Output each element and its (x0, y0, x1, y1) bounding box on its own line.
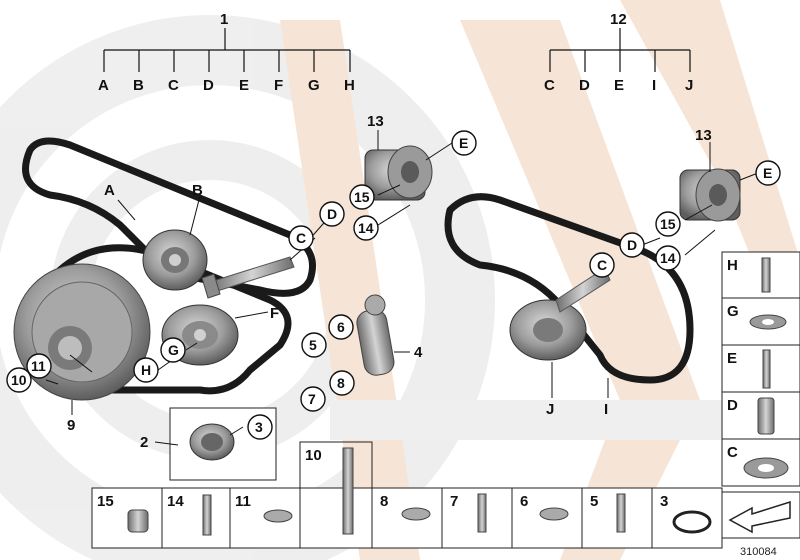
bottom-part-label: 10 (305, 447, 322, 464)
label-idler-13-right: 13 (695, 127, 712, 144)
seal-ring-3-glyph (672, 510, 712, 534)
sleeve-d-glyph (757, 397, 775, 435)
callout-g: G (168, 342, 179, 358)
kit-12-letter: E (614, 77, 624, 94)
kit-12-letter: I (652, 77, 656, 94)
right-tensioner-j (509, 267, 611, 361)
callout-7: 7 (308, 391, 316, 407)
kit-12-letter: J (685, 77, 693, 94)
callout-8: 8 (337, 375, 345, 391)
side-part-label: G (727, 303, 739, 320)
side-part-label: D (727, 397, 738, 414)
label-belt-a: A (104, 182, 115, 199)
arrow-icon (728, 500, 791, 534)
callout-14: 14 (358, 220, 374, 236)
kit-1-tree (103, 28, 351, 72)
callout-10: 10 (11, 372, 27, 388)
callout-14-right: 14 (660, 250, 676, 266)
callout-c: C (296, 230, 306, 246)
bolt-c (201, 256, 295, 299)
label-idler-13: 13 (367, 113, 384, 130)
kit-1-letter: D (203, 77, 214, 94)
bottom-part-label: 5 (590, 493, 598, 510)
kit-12-number: 12 (610, 11, 627, 28)
left-labels: A B C D E 15 14 13 F G H 11 10 9 6 5 8 7… (11, 113, 468, 451)
callout-d-right: D (627, 237, 637, 253)
kit-1-letters: A B C D E F G H (98, 77, 355, 94)
side-part-label: E (727, 350, 737, 367)
bolt-5-glyph (616, 493, 626, 533)
bolt-14-glyph (202, 494, 212, 536)
callout-c-right: C (597, 257, 607, 273)
label-tensioner-j: J (546, 401, 554, 418)
bolt-e-glyph (762, 349, 771, 389)
side-part-label: H (727, 257, 738, 274)
callout-h: H (141, 362, 151, 378)
kit-12-letter: D (579, 77, 590, 94)
sleeve-15-glyph (127, 509, 149, 533)
callouts-left (6, 130, 477, 440)
bolt-h-glyph (761, 257, 771, 293)
kit-1-letter: E (239, 77, 249, 94)
kit-1-letter: A (98, 77, 109, 94)
bottom-part-label: 3 (660, 493, 668, 510)
label-belt-i: I (604, 401, 608, 418)
callout-d: D (327, 206, 337, 222)
label-damper-9: 9 (67, 417, 75, 434)
diagram-id: 310084 (740, 546, 777, 558)
washer-6-glyph (539, 507, 569, 521)
kit-1-letter: C (168, 77, 179, 94)
label-pulley-b: B (192, 182, 203, 199)
callout-e: E (459, 135, 468, 151)
kit-1-letter: H (344, 77, 355, 94)
callout-e-right: E (763, 165, 772, 181)
bottom-parts-table: 15 14 11 10 8 7 6 5 3 (91, 441, 800, 549)
vibration-damper (13, 263, 151, 401)
label-tensioner-4: 4 (414, 344, 423, 361)
kit-1-letter: G (308, 77, 320, 94)
callout-5: 5 (309, 337, 317, 353)
bottom-part-label: 15 (97, 493, 114, 510)
bottom-part-label: 14 (167, 493, 184, 510)
washer-8-glyph (401, 507, 431, 521)
washer-11-glyph (263, 509, 293, 523)
right-labels: 13 E 15 14 D C J I (546, 127, 772, 418)
label-cap-2: 2 (140, 434, 148, 451)
callout-15: 15 (354, 189, 370, 205)
callout-11: 11 (31, 358, 46, 374)
side-part-label: C (727, 444, 738, 461)
callout-6: 6 (337, 319, 345, 335)
pulley-b (142, 229, 208, 291)
callout-3: 3 (255, 419, 263, 435)
kit-1-letter: F (274, 77, 283, 94)
kit-1-number: 1 (220, 11, 228, 28)
bottom-part-label: 6 (520, 493, 528, 510)
kit-1-letter: B (133, 77, 144, 94)
bottom-part-label: 8 (380, 493, 388, 510)
bottom-part-label: 11 (235, 493, 251, 510)
kit-12-letters: C D E I J (544, 77, 693, 94)
callout-15-right: 15 (660, 216, 676, 232)
kit-12-tree (549, 28, 691, 72)
kit-12-letter: C (544, 77, 555, 94)
side-parts-table: H G E D C (721, 251, 800, 487)
idler-13-left (364, 145, 433, 201)
bolt-7-glyph (477, 493, 487, 533)
label-pulley-f: F (270, 305, 279, 322)
bottom-part-label: 7 (450, 493, 458, 510)
bolt-10-glyph (342, 447, 354, 535)
idler-13-right (679, 168, 741, 222)
tensioner-4 (356, 294, 395, 376)
callouts-right (589, 160, 781, 278)
